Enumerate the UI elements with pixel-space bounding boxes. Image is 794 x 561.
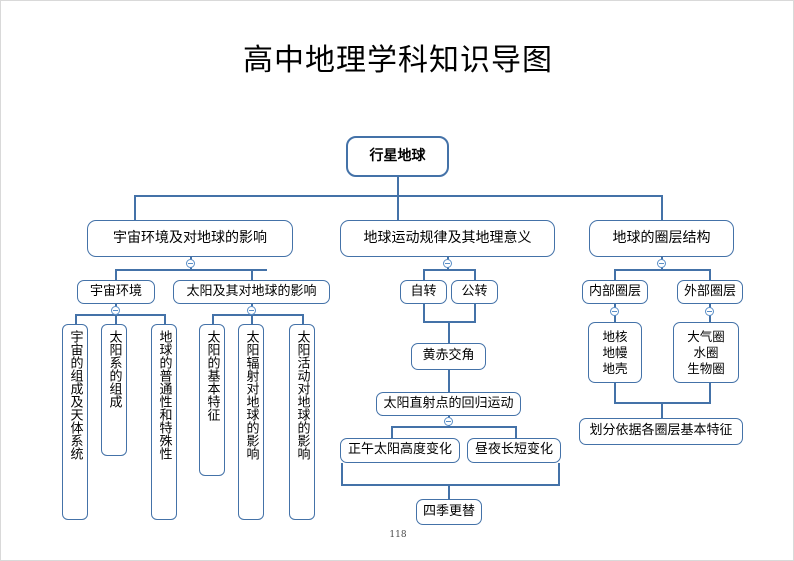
connector-b3-bus — [614, 269, 709, 271]
connector-b1-bus — [115, 269, 267, 271]
detail-line: 地核 — [602, 328, 628, 344]
vertical-text: 太阳活动对地球的影响 — [294, 330, 310, 460]
connector-b3-summary-down — [661, 402, 663, 418]
connector-b2c4-bus — [391, 426, 516, 428]
detail-line: 地壳 — [602, 360, 628, 376]
node-solar-activity-effect[interactable]: 太阳活动对地球的影响 — [289, 324, 315, 520]
connector-b1c1g1-down — [75, 314, 77, 324]
connector-branch1-down — [134, 195, 137, 220]
vertical-text: 地球的普通性和特殊性 — [156, 330, 172, 460]
node-external-sphere-detail[interactable]: 大气圈 水圈 生物圈 — [673, 322, 739, 383]
connector-branch2-down — [397, 195, 400, 220]
connector-b2-merge-down — [448, 321, 450, 343]
node-earth-ordinary-special[interactable]: 地球的普通性和特殊性 — [151, 324, 177, 520]
node-universe-composition[interactable]: 宇宙的组成及天体系统 — [62, 324, 88, 520]
connector-b3c2-down — [709, 269, 711, 280]
collapse-toggle-b3c1[interactable] — [610, 307, 619, 316]
connector-b1c1-bus — [75, 314, 165, 316]
node-solar-radiation-effect[interactable]: 太阳辐射对地球的影响 — [238, 324, 264, 520]
node-external-spheres[interactable]: 外部圈层 — [677, 280, 743, 304]
collapse-toggle-b1c1[interactable] — [111, 306, 120, 315]
page-number: 118 — [389, 530, 407, 540]
connector-b3c1-down — [614, 269, 616, 280]
connector-b1c1-down — [115, 269, 117, 280]
vertical-text: 太阳辐射对地球的影响 — [243, 330, 259, 460]
connector-b3c1-join — [614, 383, 616, 402]
collapse-toggle-b1c2[interactable] — [247, 306, 256, 315]
vertical-text: 太阳的基本特征 — [204, 330, 220, 421]
connector-branch3-down — [661, 195, 664, 220]
node-ecliptic-angle[interactable]: 黄赤交角 — [411, 343, 486, 370]
connector-b2c3-down — [448, 370, 450, 392]
connector-b1c2g3-down — [302, 314, 304, 324]
collapse-toggle-b2[interactable] — [443, 259, 452, 268]
vertical-text: 宇宙的组成及天体系统 — [67, 330, 83, 460]
connector-b2c6-join — [558, 463, 560, 484]
node-sun-basic-features[interactable]: 太阳的基本特征 — [199, 324, 225, 476]
node-branch-universe-environment[interactable]: 宇宙环境及对地球的影响 — [87, 220, 293, 257]
connector-b2c6-down — [515, 426, 517, 438]
page-title: 高中地理学科知识导图 — [243, 43, 553, 78]
collapse-toggle-b2c4[interactable] — [444, 417, 453, 426]
node-root[interactable]: 行星地球 — [346, 136, 449, 177]
collapse-toggle-b1[interactable] — [186, 259, 195, 268]
vertical-text: 太阳系的组成 — [106, 330, 122, 408]
node-sun-influence[interactable]: 太阳及其对地球的影响 — [173, 280, 330, 304]
connector-b1c2g2-down — [251, 314, 253, 324]
node-sphere-classification-basis[interactable]: 划分依据各圈层基本特征 — [579, 418, 743, 445]
node-subsolar-point-motion[interactable]: 太阳直射点的回归运动 — [376, 392, 521, 416]
connector-b2-season-bus — [341, 484, 560, 486]
connector-b2c2-join — [474, 304, 476, 321]
node-branch-earth-motion[interactable]: 地球运动规律及其地理意义 — [340, 220, 555, 257]
connector-b2c1-down — [423, 269, 425, 280]
connector-b1c2-down — [251, 269, 253, 280]
connector-b2c7-down — [448, 484, 450, 499]
detail-line: 大气圈 — [687, 328, 725, 344]
node-season-alternation[interactable]: 四季更替 — [416, 499, 482, 525]
connector-root-down — [397, 177, 400, 195]
connector-b2c5-down — [391, 426, 393, 438]
connector-b1c2-bus — [212, 314, 303, 316]
detail-line: 生物圈 — [687, 360, 725, 376]
collapse-toggle-b3[interactable] — [657, 259, 666, 268]
connector-b2c1-join — [423, 304, 425, 321]
connector-b2c5-join — [341, 463, 343, 484]
node-rotation[interactable]: 自转 — [400, 280, 447, 304]
node-revolution[interactable]: 公转 — [451, 280, 498, 304]
connector-b1c1g3-down — [164, 314, 166, 324]
node-internal-spheres[interactable]: 内部圈层 — [582, 280, 648, 304]
connector-b1c1g2-down — [115, 314, 117, 324]
node-universe-environment[interactable]: 宇宙环境 — [77, 280, 155, 304]
connector-b3c2-join — [709, 383, 711, 402]
node-branch-earth-spheres[interactable]: 地球的圈层结构 — [589, 220, 734, 257]
connector-b2-bus — [423, 269, 475, 271]
collapse-toggle-b3c2[interactable] — [705, 307, 714, 316]
connector-b1c2g1-down — [212, 314, 214, 324]
node-daylength-change[interactable]: 昼夜长短变化 — [467, 438, 561, 463]
node-solar-system-composition[interactable]: 太阳系的组成 — [101, 324, 127, 456]
connector-b2c2-down — [474, 269, 476, 280]
node-noon-solar-altitude-change[interactable]: 正午太阳高度变化 — [340, 438, 460, 463]
detail-line: 地幔 — [602, 344, 628, 360]
detail-line: 水圈 — [693, 344, 719, 360]
node-internal-sphere-detail[interactable]: 地核 地幔 地壳 — [588, 322, 642, 383]
